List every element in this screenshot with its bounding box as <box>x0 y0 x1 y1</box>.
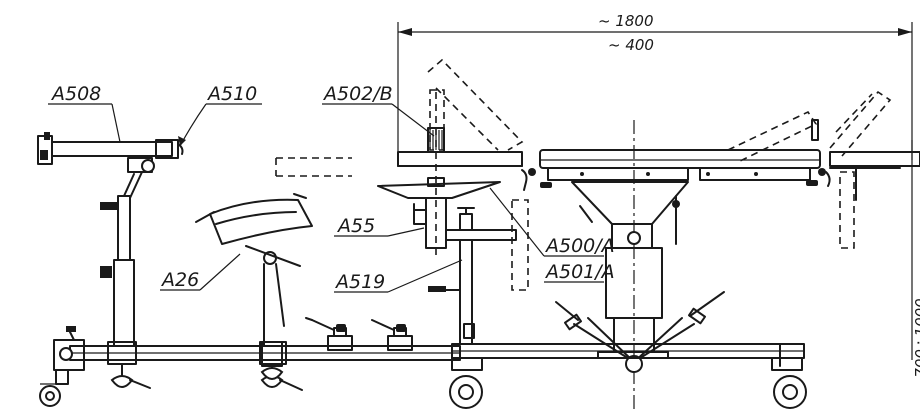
post-a519 <box>428 239 475 345</box>
foot-section-lowered <box>839 167 857 249</box>
base-legs <box>555 291 725 373</box>
label-a510: A510 <box>206 83 257 105</box>
dimension-width-text: ~ 400 <box>608 36 654 54</box>
dimension-length: ~ 1800 ~ 400 <box>397 12 913 160</box>
leg-holder-a26 <box>195 193 313 380</box>
caster-left <box>449 357 483 409</box>
rail-clamp-3 <box>305 317 353 351</box>
arm-support-column <box>100 157 155 347</box>
leader-lines <box>48 103 604 293</box>
rail-clamp-1 <box>107 341 151 389</box>
arm-rest-a508 <box>37 132 184 165</box>
pedestal <box>571 120 689 410</box>
caster-right <box>771 357 807 409</box>
label-a26: A26 <box>160 269 199 291</box>
label-a508: A508 <box>50 83 101 105</box>
back-section-raised <box>427 58 524 151</box>
table-top <box>397 149 920 191</box>
label-a519: A519 <box>334 271 385 293</box>
detached-bar-dashed <box>275 157 352 177</box>
leg-section-raised <box>727 90 892 163</box>
dimension-height: ~ 700÷1000 <box>911 140 920 395</box>
label-a501a: A501/A <box>544 261 615 283</box>
accessory-rail <box>39 326 461 407</box>
label-a55: A55 <box>336 215 375 237</box>
dimension-length-text: ~ 1800 <box>598 12 654 30</box>
clamp-assembly <box>377 92 529 291</box>
base-rails <box>451 343 805 367</box>
rail-clamp-4 <box>371 319 413 351</box>
label-a502b: A502/B <box>322 83 393 105</box>
dimension-height-text: ~ 700÷1000 <box>912 298 920 395</box>
label-a500a: A500/A <box>544 235 615 257</box>
